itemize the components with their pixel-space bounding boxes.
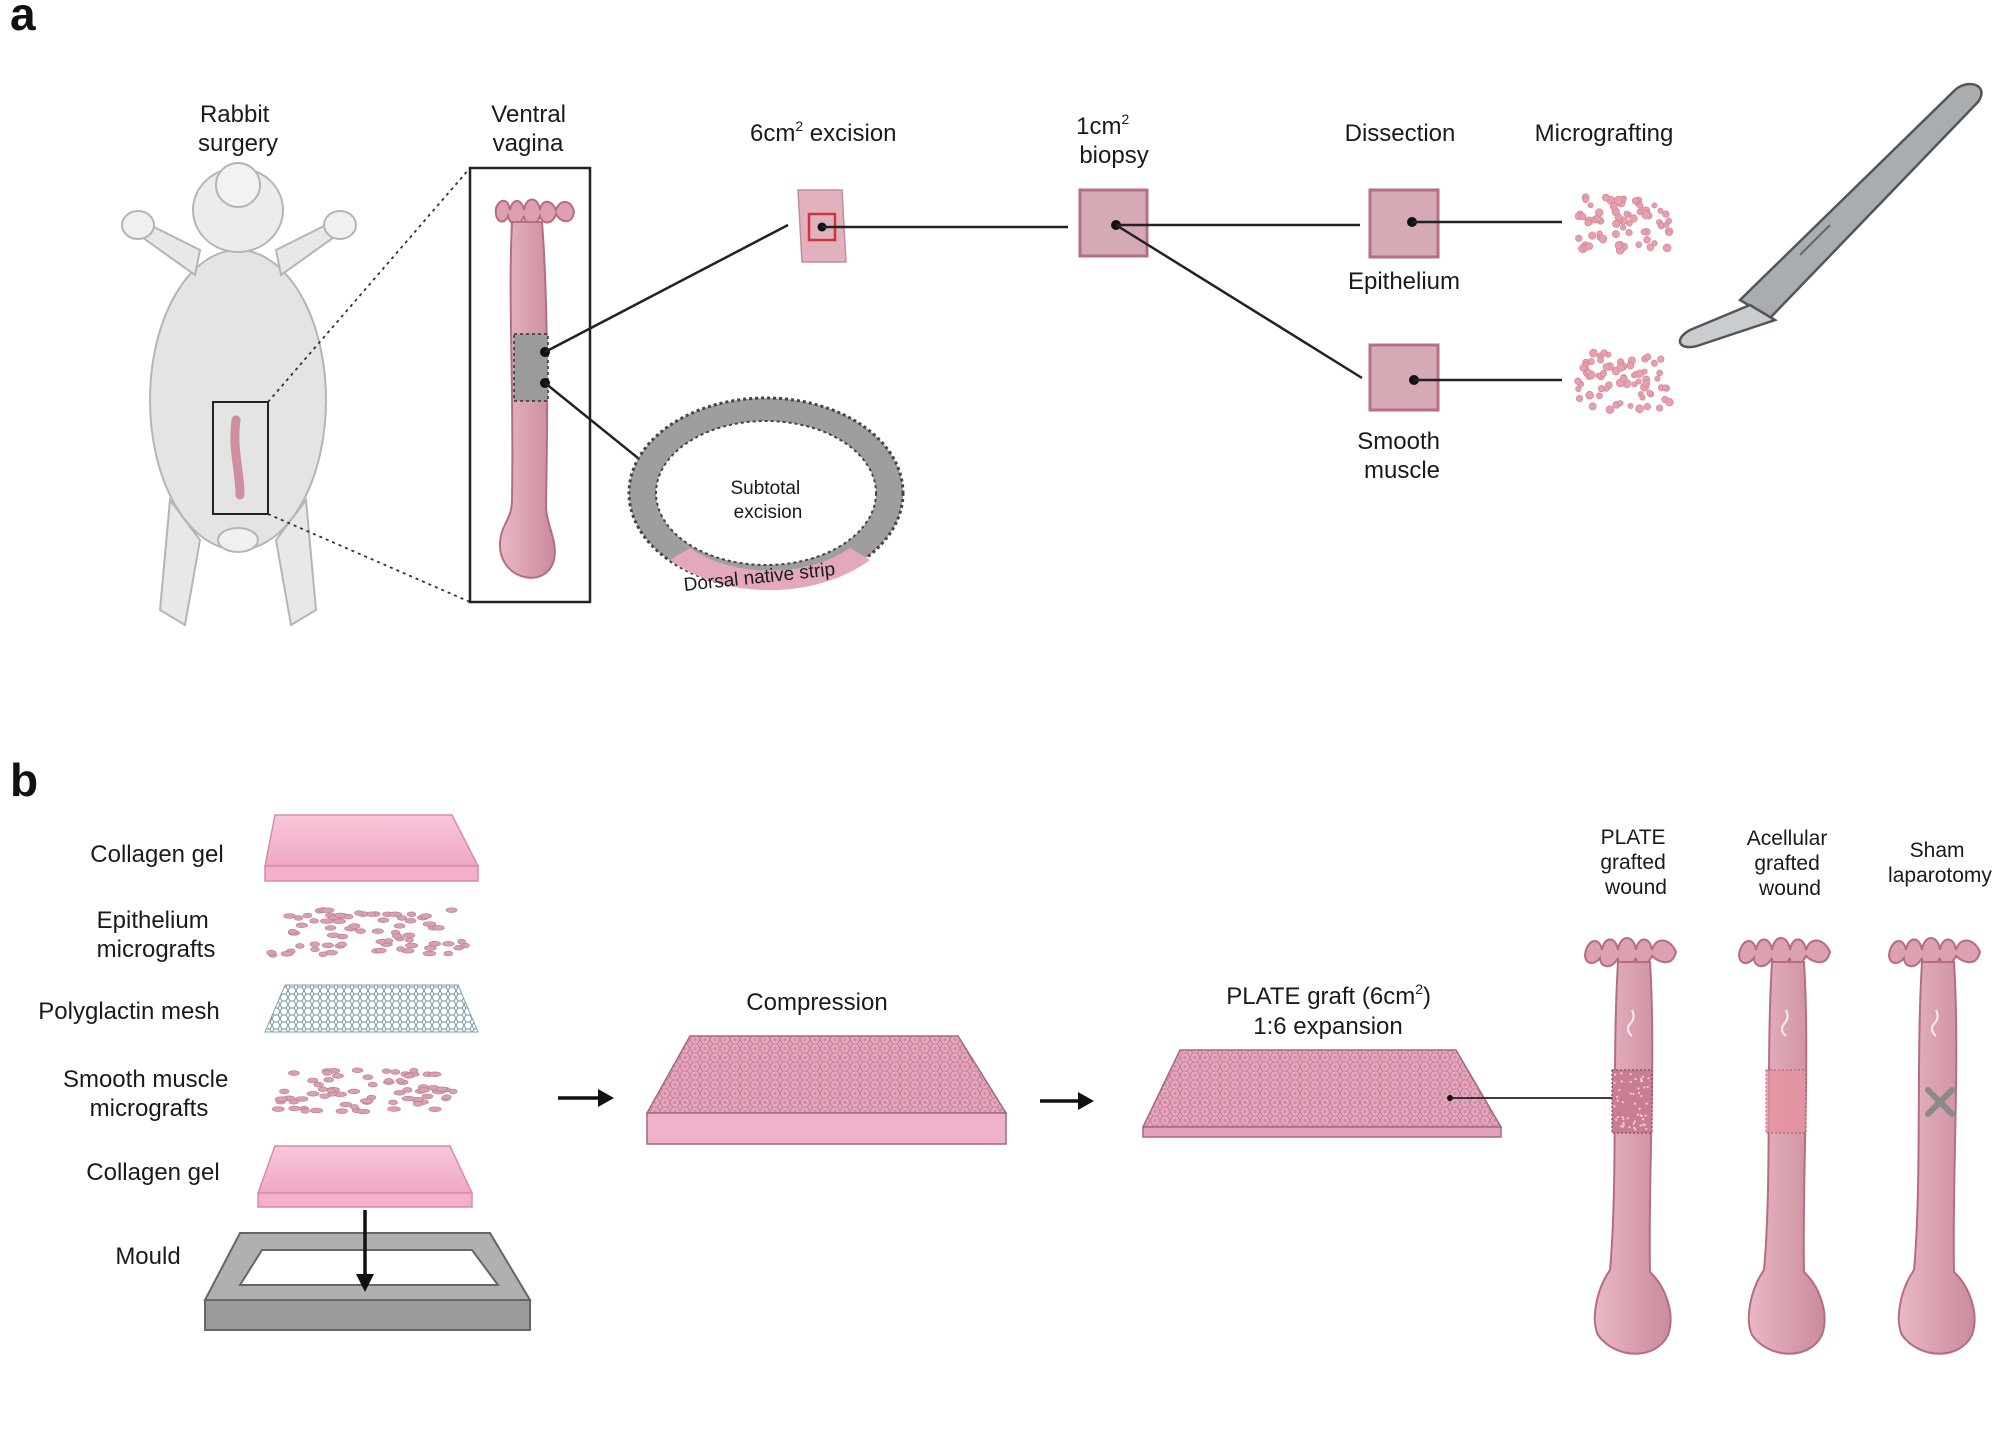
- vagina-tube-plate: [1584, 937, 1678, 1355]
- smooth-muscle-micrografts-dots: [1574, 348, 1674, 414]
- label-epithelium: Epithelium: [1348, 268, 1460, 295]
- vagina-tube-a: [494, 198, 576, 579]
- press-down-arrow-icon: [356, 1210, 374, 1292]
- label-1cm2-biopsy: 1cm2 biopsy: [1076, 103, 1149, 169]
- vagina-tube-acellular: [1738, 937, 1832, 1355]
- vagina-tube-sham: [1888, 937, 1982, 1355]
- smooth-muscle-square: [1368, 343, 1440, 412]
- collagen-gel-bottom-layer: [256, 1145, 474, 1208]
- ventral-vagina-box: [468, 166, 592, 604]
- label-rabbit-surgery: Rabbit surgery: [198, 101, 278, 157]
- label-smooth-muscle-micrografts: Smooth muscle micrografts: [63, 1066, 235, 1122]
- label-subtotal-excision: Subtotal excision: [730, 478, 805, 523]
- arrow-right-icon-1: [558, 1089, 614, 1107]
- label-plate-graft: PLATE graft (6cm2) 1:6 expansion: [1226, 981, 1437, 1040]
- label-polyglactin-mesh: Polyglactin mesh: [38, 998, 219, 1025]
- label-sham-laparotomy: Sham laparotomy: [1888, 839, 1992, 887]
- plate-graft: [1141, 1049, 1503, 1138]
- polyglactin-mesh-layer: [264, 984, 479, 1033]
- label-dissection: Dissection: [1345, 120, 1456, 147]
- label-plate-grafted-wound: PLATE grafted wound: [1600, 826, 1671, 899]
- panel-a-letter: a: [10, 0, 36, 40]
- scalpel-icon: [1678, 82, 1983, 349]
- label-mould: Mould: [115, 1243, 180, 1270]
- label-compression: Compression: [746, 989, 887, 1016]
- arrow-right-icon-2: [1040, 1092, 1094, 1110]
- subtotal-excision-ring: [627, 396, 905, 591]
- compressed-construct: [645, 1035, 1008, 1145]
- biopsy-square: [1078, 188, 1149, 258]
- label-collagen-gel-bottom: Collagen gel: [86, 1159, 219, 1186]
- label-micrografting: Micrografting: [1535, 120, 1674, 147]
- label-acellular-grafted-wound: Acellular grafted wound: [1747, 827, 1833, 900]
- label-6cm2-excision: 6cm2 excision: [750, 118, 897, 147]
- epithelium-micrografts-dots: [1574, 193, 1674, 255]
- label-ventral-vagina: Ventral vagina: [491, 101, 572, 157]
- label-smooth-muscle: Smooth muscle: [1357, 428, 1446, 484]
- epithelium-square: [1368, 188, 1440, 259]
- panel-b-letter: b: [10, 754, 38, 806]
- label-collagen-gel-top: Collagen gel: [90, 841, 223, 868]
- vagina-tubes-group: [1584, 937, 1982, 1355]
- epithelium-micrografts-layer: [266, 907, 470, 958]
- collagen-gel-top-layer: [264, 814, 480, 882]
- smooth-muscle-micrografts-layer: [271, 1067, 458, 1115]
- rabbit-illustration: [121, 162, 357, 627]
- rabbit-zoom-box: [212, 401, 269, 515]
- mould: [203, 1232, 532, 1331]
- label-epithelium-micrografts: Epithelium micrografts: [97, 907, 216, 963]
